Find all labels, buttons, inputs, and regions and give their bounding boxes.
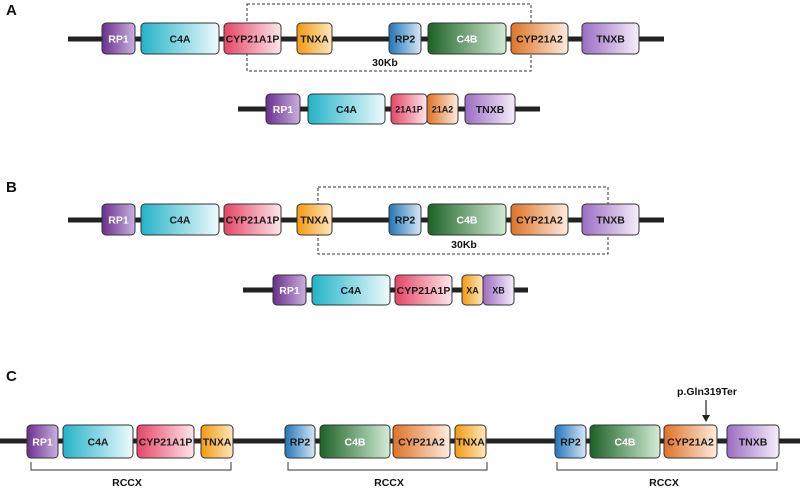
svg-text:XA: XA	[466, 286, 479, 296]
svg-text:CYP21A1P: CYP21A1P	[139, 437, 193, 449]
gene-c4a-c: C4A	[62, 424, 134, 459]
panel-label-c: C	[6, 368, 17, 385]
gene-rp2-b: RP2	[388, 203, 422, 236]
svg-text:RP2: RP2	[560, 437, 581, 449]
panel-label-a: A	[6, 2, 17, 19]
gene-rp2-c2: RP2	[554, 424, 587, 459]
gene-c4b-b: C4B	[427, 203, 507, 236]
gene-c4a-a2: C4A	[307, 93, 386, 125]
gene-cyp21a2-a: CYP21A2	[510, 22, 569, 55]
svg-text:TNXA: TNXA	[300, 215, 329, 227]
svg-text:C4A: C4A	[169, 34, 190, 46]
svg-text:TNXB: TNXB	[476, 104, 505, 116]
gene-xb-b2: XB	[482, 274, 515, 306]
gene-c4a-a: C4A	[140, 22, 220, 55]
svg-text:RP2: RP2	[395, 215, 416, 227]
svg-text:CYP21A1P: CYP21A1P	[226, 215, 280, 227]
svg-text:TNXB: TNXB	[596, 215, 625, 227]
svg-text:21A2: 21A2	[432, 105, 454, 115]
gene-cyp21a1p-b: CYP21A1P	[223, 203, 282, 236]
gene-c4a-b: C4A	[140, 203, 220, 236]
svg-text:C4B: C4B	[344, 437, 365, 449]
svg-text:CYP21A2: CYP21A2	[398, 437, 445, 449]
gene-cyp21a1p-a: CYP21A1P	[223, 22, 282, 55]
rccx-bracket-3	[556, 462, 778, 471]
svg-text:TNXA: TNXA	[456, 437, 485, 449]
region-label-b: 30Kb	[451, 239, 477, 251]
gene-tnxb-a2: TNXB	[464, 93, 516, 125]
svg-text:RP1: RP1	[279, 285, 300, 297]
gene-c4b-c1: C4B	[319, 424, 391, 459]
svg-text:CYP21A2: CYP21A2	[516, 215, 563, 227]
rccx-bracket-2	[287, 462, 488, 471]
svg-text:TNXA: TNXA	[300, 34, 329, 46]
gene-cyp21a2-c2: CYP21A2	[663, 424, 718, 459]
svg-text:TNXB: TNXB	[739, 437, 768, 449]
svg-text:C4A: C4A	[336, 104, 357, 116]
gene-cyp21a1p-c: CYP21A1P	[136, 424, 195, 459]
rccx-label-1: RCCX	[112, 477, 142, 488]
svg-text:TNXA: TNXA	[203, 437, 232, 449]
mutation-label: p.Gln319Ter	[677, 386, 737, 398]
svg-text:C4A: C4A	[340, 285, 361, 297]
panel-b: 30Kb RP1 C4A CYP21A1P TNXA RP2 C4B CYP21…	[68, 186, 664, 306]
svg-text:C4B: C4B	[614, 437, 635, 449]
svg-text:RP2: RP2	[290, 437, 311, 449]
gene-tnxa-c1: TNXA	[200, 424, 234, 459]
gene-tnxa-a: TNXA	[296, 22, 333, 55]
gene-rp2-a: RP2	[388, 22, 422, 55]
gene-tnxb-c: TNXB	[726, 424, 780, 459]
region-label-a: 30Kb	[372, 57, 398, 69]
gene-xa-b2: XA	[461, 274, 484, 306]
svg-text:CYP21A2: CYP21A2	[516, 34, 563, 46]
svg-text:XB: XB	[492, 286, 505, 296]
rccx-label-2: RCCX	[374, 477, 404, 488]
gene-rp1-b2: RP1	[272, 274, 307, 306]
svg-text:C4B: C4B	[456, 215, 477, 227]
svg-text:RP1: RP1	[32, 437, 53, 449]
svg-text:RP1: RP1	[108, 215, 129, 227]
rccx-bracket-1	[30, 462, 232, 471]
gene-cyp21a2-b: CYP21A2	[510, 203, 569, 236]
gene-c4b-a: C4B	[427, 22, 507, 55]
gene-21a2-a2: 21A2	[426, 93, 459, 125]
gene-rp2-c1: RP2	[284, 424, 316, 459]
svg-text:RP2: RP2	[395, 34, 416, 46]
gene-rp1-c: RP1	[26, 424, 59, 459]
svg-text:CYP21A1P: CYP21A1P	[397, 285, 451, 297]
gene-c4b-c2: C4B	[589, 424, 661, 459]
gene-cyp21a2-c1: CYP21A2	[392, 424, 451, 459]
gene-rp1-b: RP1	[101, 203, 136, 236]
gene-tnxa-b: TNXA	[296, 203, 333, 236]
svg-text:TNXB: TNXB	[596, 34, 625, 46]
svg-text:21A1P: 21A1P	[395, 105, 423, 115]
svg-text:C4A: C4A	[87, 437, 108, 449]
rccx-label-3: RCCX	[649, 477, 679, 488]
gene-tnxb-b: TNXB	[581, 203, 640, 236]
svg-text:C4B: C4B	[456, 34, 477, 46]
svg-text:RP1: RP1	[273, 104, 294, 116]
svg-text:CYP21A1P: CYP21A1P	[226, 34, 280, 46]
gene-cyp21a1p-b2: CYP21A1P	[394, 274, 453, 306]
gene-tnxa-c2: TNXA	[454, 424, 487, 459]
gene-rp1-a: RP1	[101, 22, 136, 55]
svg-text:CYP21A2: CYP21A2	[667, 437, 714, 449]
panel-a: 30Kb RP1 C4A CYP21A1P TNXA RP2 C4B CYP21…	[68, 3, 664, 125]
mutation-arrow-head	[702, 415, 710, 422]
svg-text:C4A: C4A	[169, 215, 190, 227]
panel-c: RP1 C4A CYP21A1P TNXA RCCX RP2 C4B CYP21…	[0, 386, 800, 488]
panel-label-b: B	[6, 179, 17, 196]
gene-c4a-b2: C4A	[311, 274, 391, 306]
gene-tnxb-a: TNXB	[581, 22, 640, 55]
gene-rp1-a2: RP1	[265, 93, 301, 125]
svg-text:RP1: RP1	[108, 34, 129, 46]
gene-21a1p-a2: 21A1P	[390, 93, 428, 125]
